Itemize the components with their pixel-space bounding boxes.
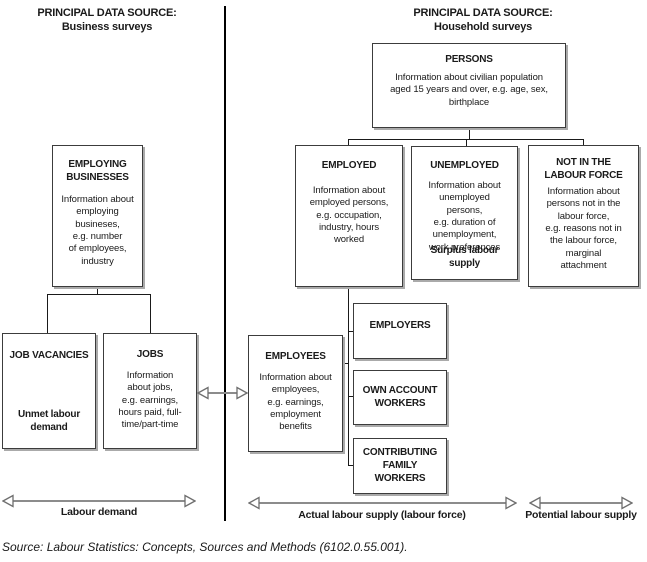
connector-persons-riser — [469, 128, 470, 139]
connector-drop-nilf — [583, 139, 584, 146]
box-unemployed-title: UNEMPLOYED — [430, 160, 499, 171]
box-employers: EMPLOYERS — [353, 303, 447, 359]
connector-drop-unemployed — [466, 139, 467, 147]
connector-stub-employers — [348, 331, 354, 332]
box-employees: EMPLOYEES Information about employees, e… — [248, 335, 343, 452]
box-employing-businesses: EMPLOYING BUSINESSES Information about e… — [52, 145, 143, 287]
potential-labour-supply-span-arrow — [529, 496, 633, 510]
header-right-line1: PRINCIPAL DATA SOURCE: — [413, 7, 553, 19]
header-household-surveys: PRINCIPAL DATA SOURCE: Household surveys — [393, 6, 573, 35]
connector-employed-vertical — [348, 287, 349, 466]
box-jobs: JOBS Information about jobs, e.g. earnin… — [103, 333, 197, 449]
actual-labour-supply-span-arrow — [248, 496, 517, 510]
box-job-vacancies: JOB VACANCIES Unmet labour demand — [2, 333, 96, 449]
connector-drop-jobs — [150, 294, 151, 333]
box-employing-businesses-body: Information about employing busineses, e… — [61, 194, 134, 267]
connector-drop-employed — [348, 139, 349, 146]
box-employees-body: Information about employees, e.g. earnin… — [259, 372, 332, 433]
box-employers-title: EMPLOYERS — [369, 320, 431, 331]
box-unemployed: UNEMPLOYED Information about unemployed … — [411, 146, 518, 280]
box-not-in-labour-force: NOT IN THE LABOUR FORCE Information abou… — [528, 145, 639, 287]
box-contributing-family-workers: CONTRIBUTING FAMILY WORKERS — [353, 438, 447, 494]
header-right-line2: Household surveys — [433, 21, 533, 34]
box-employees-title: EMPLOYEES — [265, 351, 326, 362]
box-unemployed-body: Information about unemployed persons, e.… — [428, 180, 501, 253]
jobs-employees-link-arrow — [197, 386, 248, 400]
box-unemployed-footer: Surplus labour supply — [430, 245, 499, 269]
header-left-line1: PRINCIPAL DATA SOURCE: — [37, 7, 177, 19]
source-note: Source: Labour Statistics: Concepts, Sou… — [2, 540, 408, 554]
potential-labour-supply-label: Potential labour supply — [525, 509, 637, 521]
header-business-surveys: PRINCIPAL DATA SOURCE: Business surveys — [17, 6, 197, 35]
connector-employing-riser — [97, 287, 98, 294]
section-divider-line — [224, 6, 226, 521]
box-not-in-labour-force-body: Information about persons not in the lab… — [545, 186, 622, 272]
box-job-vacancies-title: JOB VACANCIES — [9, 350, 89, 361]
box-persons-body: Information about civilian population ag… — [390, 72, 548, 108]
box-employed-body: Information about employed persons, e.g.… — [309, 185, 389, 246]
connector-stub-own-account — [348, 396, 354, 397]
connector-employing-horizontal — [47, 294, 150, 295]
box-contributing-family-workers-title: CONTRIBUTING FAMILY WORKERS — [362, 447, 438, 484]
labour-demand-label: Labour demand — [60, 506, 138, 518]
header-left-line2: Business surveys — [61, 21, 153, 34]
box-not-in-labour-force-title: NOT IN THE LABOUR FORCE — [544, 157, 623, 181]
box-own-account-workers-title: OWN ACCOUNT WORKERS — [362, 385, 438, 409]
box-persons: PERSONS Information about civilian popul… — [372, 43, 566, 128]
box-jobs-body: Information about jobs, e.g. earnings, h… — [118, 370, 182, 431]
box-employed: EMPLOYED Information about employed pers… — [295, 145, 403, 287]
connector-drop-job-vacancies — [47, 294, 48, 333]
connector-stub-employees — [343, 363, 349, 364]
actual-labour-supply-label: Actual labour supply (labour force) — [298, 509, 466, 521]
box-employed-title: EMPLOYED — [321, 160, 377, 171]
box-own-account-workers: OWN ACCOUNT WORKERS — [353, 370, 447, 425]
labour-demand-span-arrow — [2, 494, 196, 508]
connector-stub-contributing — [348, 465, 354, 466]
box-employing-businesses-title: EMPLOYING BUSINESSES — [66, 159, 129, 183]
box-jobs-title: JOBS — [136, 349, 164, 360]
box-job-vacancies-footer: Unmet labour demand — [17, 409, 81, 433]
box-persons-title: PERSONS — [445, 54, 493, 65]
